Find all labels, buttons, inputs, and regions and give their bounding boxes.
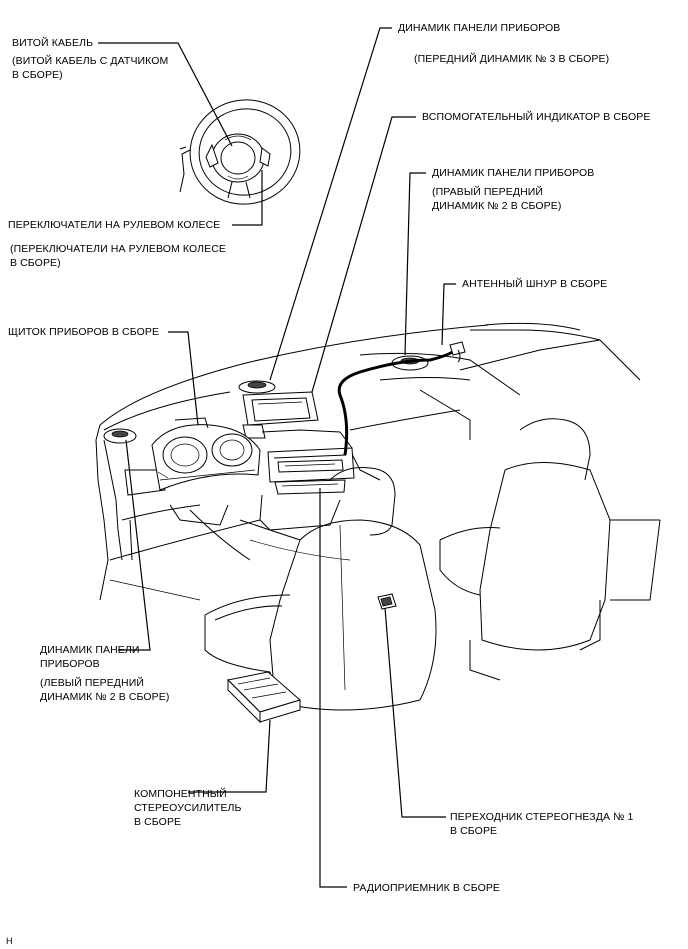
label-steering-switch-sub2: В СБОРЕ) (10, 257, 61, 269)
label-steering-switch-sub1: (ПЕРЕКЛЮЧАТЕЛИ НА РУЛЕВОМ КОЛЕСЕ (10, 243, 226, 255)
label-spiral-cable-sub1: (ВИТОЙ КАБЕЛЬ С ДАТЧИКОМ (12, 55, 169, 67)
label-jack-adapter-1: ПЕРЕХОДНИК СТЕРЕОГНЕЗДА № 1 (450, 811, 634, 823)
label-meter: ЩИТОК ПРИБОРОВ В СБОРЕ (8, 326, 160, 338)
label-jack-adapter-2: В СБОРЕ (450, 825, 498, 837)
radio-receiver-illustration (261, 429, 355, 495)
label-spiral-cable-sub2: В СБОРЕ) (12, 69, 63, 81)
left-speaker-illustration (103, 428, 137, 444)
meter-illustration (151, 417, 261, 491)
dashboard-illustration (95, 322, 641, 601)
leader-lines (98, 27, 456, 888)
corner-mark: H (6, 936, 13, 946)
label-right-speaker-sub1: (ПРАВЫЙ ПЕРЕДНИЙ (432, 186, 544, 198)
label-center-speaker: ДИНАМИК ПАНЕЛИ ПРИБОРОВ (398, 22, 561, 34)
driver-seat-illustration (204, 467, 437, 711)
label-steering-switch: ПЕРЕКЛЮЧАТЕЛИ НА РУЛЕВОМ КОЛЕСЕ (8, 219, 221, 231)
label-left-speaker-sub2: ДИНАМИК № 2 В СБОРЕ) (40, 691, 170, 703)
steering-wheel-illustration (179, 99, 301, 205)
label-amplifier-2: СТЕРЕОУСИЛИТЕЛЬ (134, 802, 242, 814)
label-amplifier-3: В СБОРЕ (134, 816, 182, 828)
label-center-speaker-sub: (ПЕРЕДНИЙ ДИНАМИК № 3 В СБОРЕ) (414, 53, 610, 65)
label-left-speaker-sub1: (ЛЕВЫЙ ПЕРЕДНИЙ (40, 677, 144, 689)
label-spiral-cable: ВИТОЙ КАБЕЛЬ (12, 37, 94, 49)
label-antenna-cord: АНТЕННЫЙ ШНУР В СБОРЕ (462, 278, 608, 290)
label-amplifier-1: КОМПОНЕНТНЫЙ (134, 788, 227, 800)
stereo-jack-illustration (377, 593, 397, 610)
label-left-speaker-1: ДИНАМИК ПАНЕЛИ (40, 644, 140, 656)
antenna-cord-illustration (337, 341, 466, 456)
passenger-seat-illustration (439, 418, 661, 681)
label-aux-display: ВСПОМОГАТЕЛЬНЫЙ ИНДИКАТОР В СБОРЕ (422, 111, 651, 123)
label-right-speaker: ДИНАМИК ПАНЕЛИ ПРИБОРОВ (432, 167, 595, 179)
center-display-illustration (238, 380, 319, 439)
label-radio-receiver: РАДИОПРИЕМНИК В СБОРЕ (353, 882, 501, 894)
amplifier-illustration (226, 671, 302, 724)
label-left-speaker-2: ПРИБОРОВ (40, 658, 100, 670)
label-right-speaker-sub2: ДИНАМИК № 2 В СБОРЕ) (432, 200, 562, 212)
